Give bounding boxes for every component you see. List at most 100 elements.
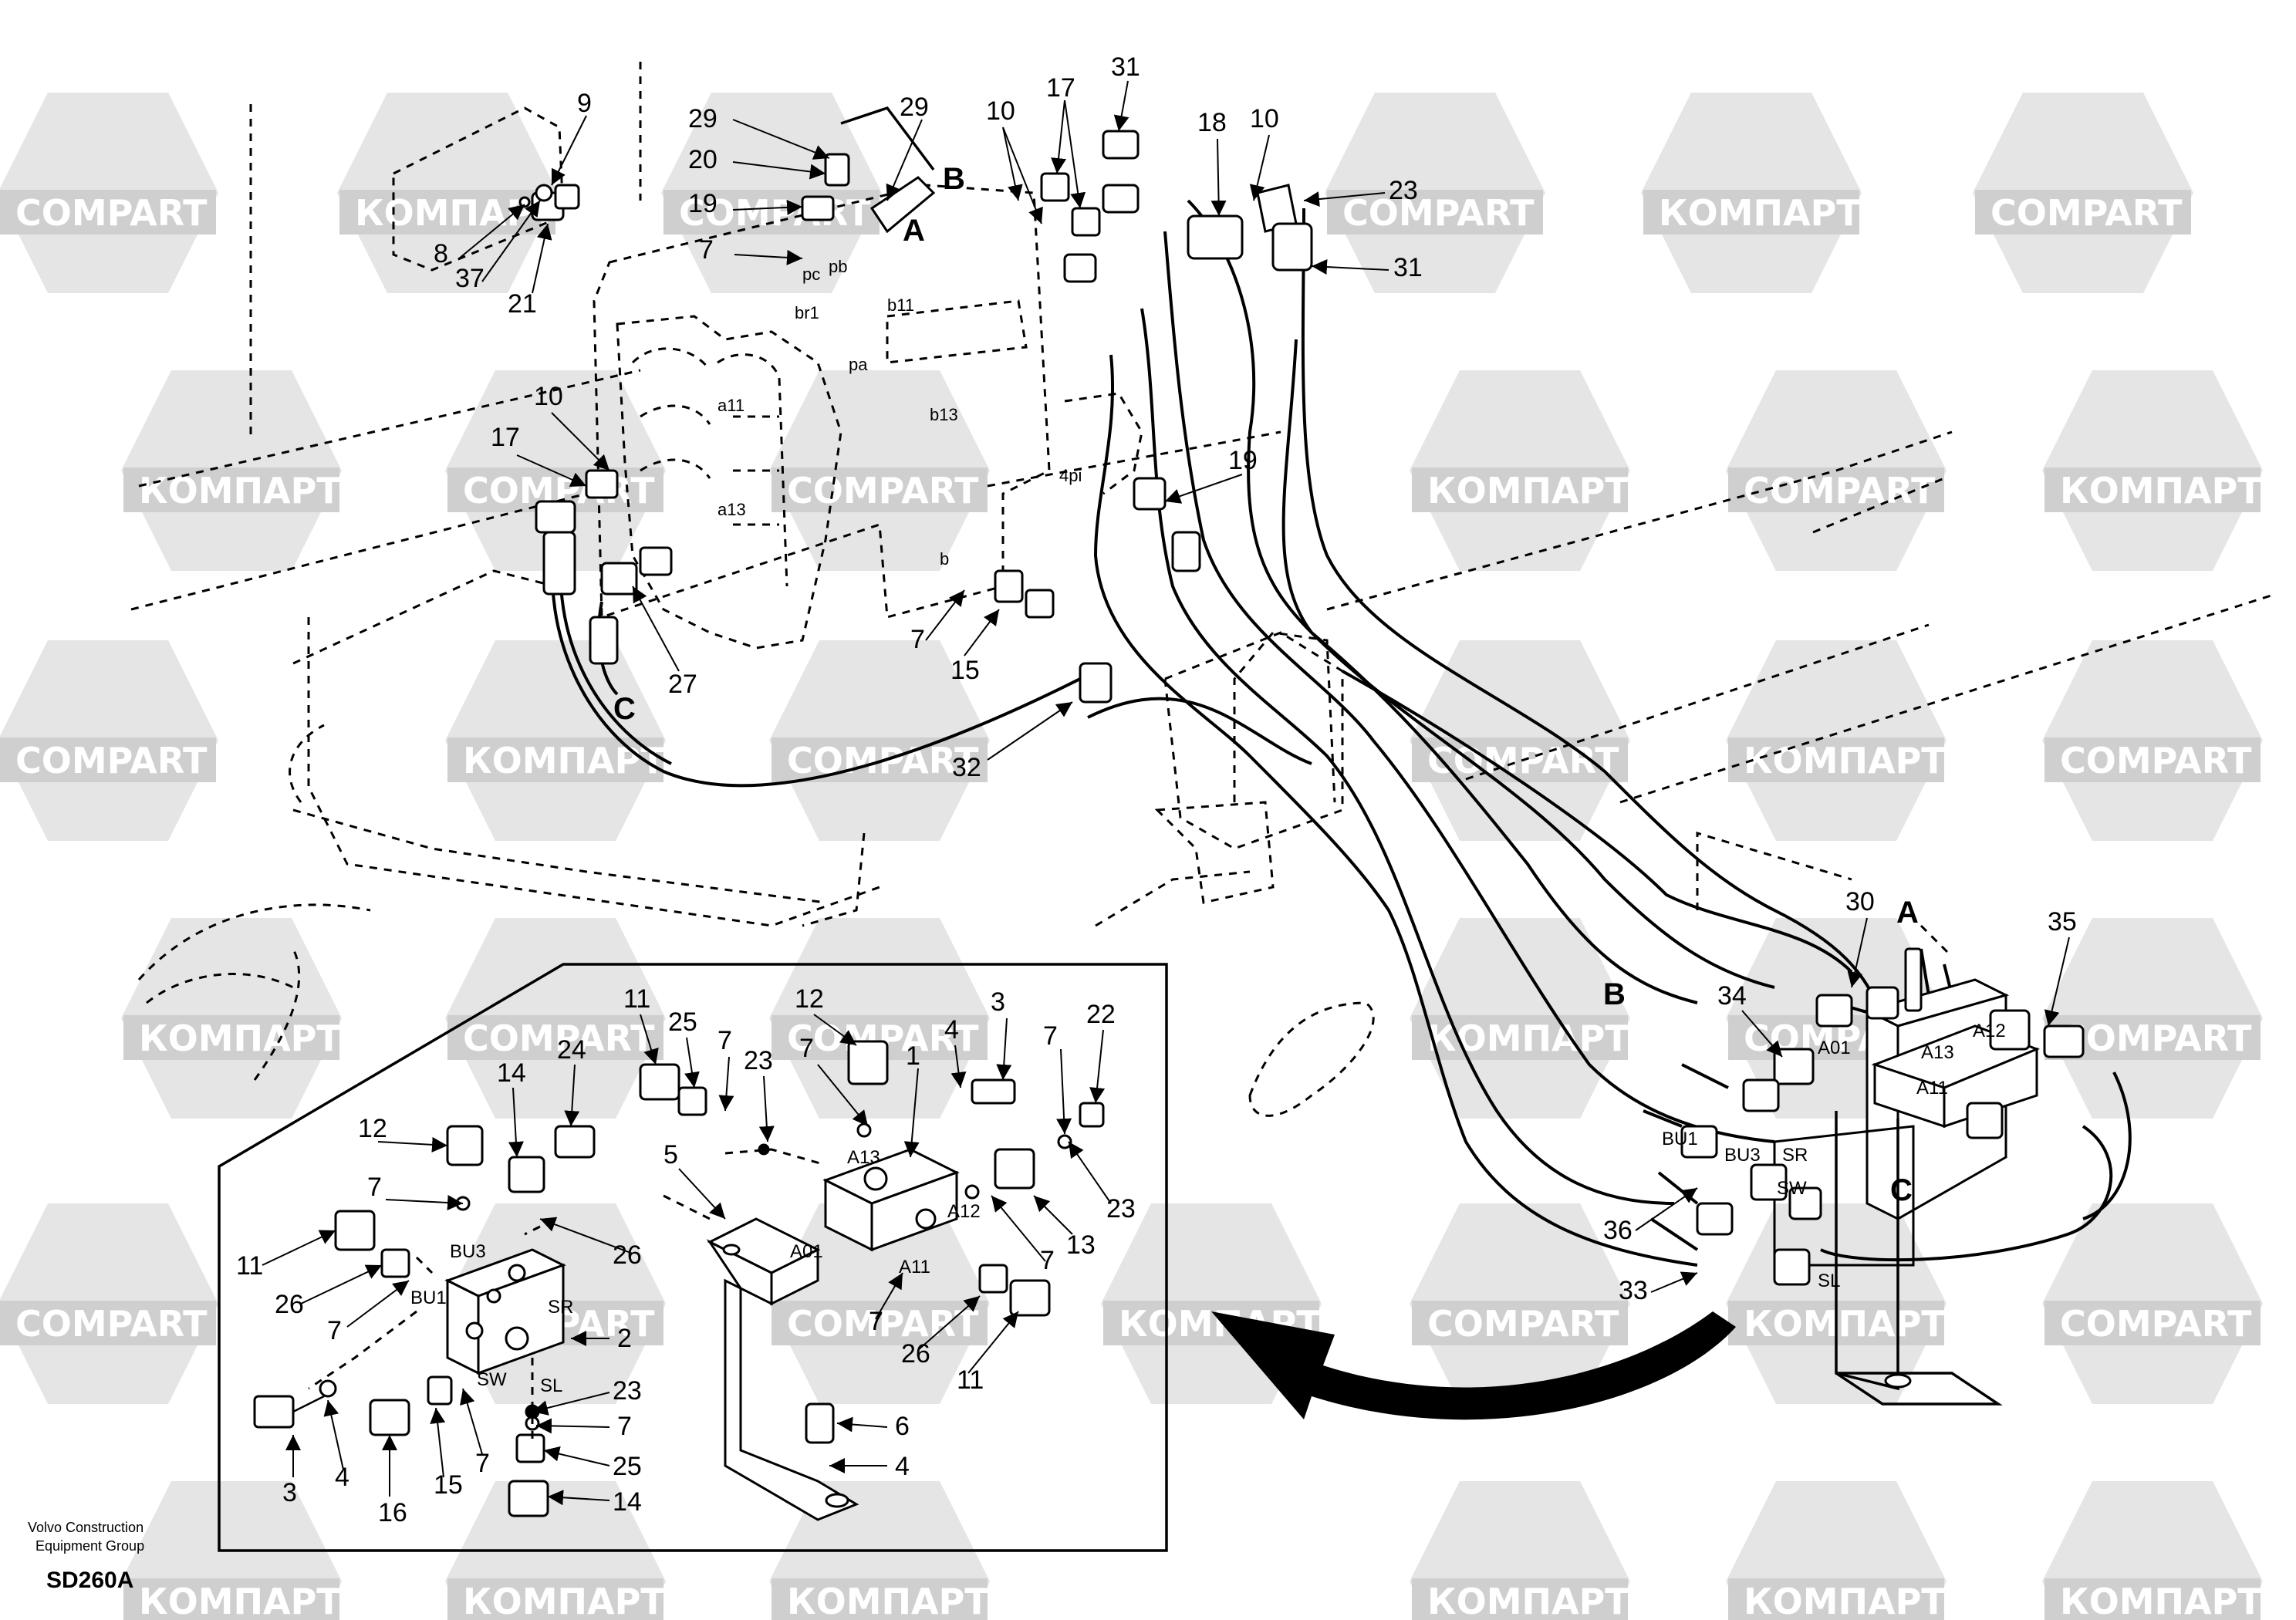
callout-leader-line [481,200,541,282]
view-arrow [1211,1311,1736,1420]
watermark-text: КОМПАРТ [787,1581,989,1620]
hose-assembly [551,199,2132,1267]
callout-leader-line [551,115,587,186]
callout-leader-line [1650,1271,1698,1293]
watermark-band [772,467,988,512]
callout-leader-line [732,199,803,215]
callout-d25a: 25 [668,1007,697,1037]
callout-d16: 16 [378,1498,407,1527]
callout-d7h: 7 [617,1412,632,1441]
port-a01-right: A01 [1818,1038,1851,1058]
callout-leader-line [564,1064,580,1127]
port-bu1-right: BU1 [1662,1129,1698,1149]
watermark-text: COMPART [15,740,208,781]
callout-leader-line [1002,127,1023,201]
callout-d7a: 7 [718,1026,732,1055]
port-bu1-detail: BU1 [410,1288,447,1308]
callout-8: 8 [434,239,448,268]
callout-leader-line [632,586,680,672]
port-sw-detail: SW [477,1369,507,1390]
callout-7b: 7 [910,625,925,654]
letter-c-left: C [613,692,636,726]
callout-leader-line [950,1045,967,1088]
callout-leader-line [1033,1195,1073,1235]
callout-d4a: 4 [944,1015,959,1045]
callout-d12b: 12 [358,1114,387,1143]
callout-leader-line [1210,138,1227,217]
callout-d12a: 12 [795,984,824,1014]
fitting-19-mid [1133,477,1167,511]
watermark-text: COMPART [15,192,208,234]
callout-numbers-main: 9 8 37 21 29 20 19 7 29 10 17 31 18 10 2… [434,52,2077,1305]
watermark-text: КОМПАРТ [139,1581,341,1620]
callout-leader-line [875,1272,903,1320]
callout-leader-line [1303,191,1386,208]
detail-inset [218,963,1168,1552]
callout-d6: 6 [895,1412,910,1441]
callout-23a: 23 [1389,176,1418,205]
watermark-text: COMPART [679,192,871,234]
callout-leader-line [718,1056,734,1112]
port-a11-detail: A11 [899,1257,930,1277]
watermark-text: COMPART [2060,740,2252,781]
callout-leader-line [1741,1010,1783,1058]
callout-d14a: 14 [497,1058,526,1088]
fitting-27 [600,562,638,596]
port-pc: pc [802,265,820,284]
machine-frame-outline [130,62,2277,1117]
callout-d7e: 7 [327,1316,342,1345]
watermark-band [1643,190,1859,235]
watermark-text: КОМПАРТ [463,1581,665,1620]
fitting-17-left [585,469,619,499]
watermark-band [2044,737,2261,782]
watermark-text: COMPART [2060,1018,2252,1059]
port-a13: a13 [718,500,746,519]
callout-leader-line [1068,1141,1112,1204]
callout-leader-line [732,119,830,160]
port-b13: b13 [930,405,958,424]
callout-leader-line [430,1407,446,1478]
letter-c-right: C [1890,1173,1913,1207]
callout-9: 9 [577,89,592,118]
watermark-band [0,737,216,782]
port-b11: b11 [887,295,914,315]
callout-leader-line [991,1195,1046,1262]
shuttle-valve-assembly-right [1643,947,2085,1406]
watermark-band [2044,467,2261,512]
port-sr-detail: SR [548,1297,573,1318]
callout-33: 33 [1619,1276,1648,1305]
watermark-band [2044,1301,2261,1345]
watermark-band [123,467,339,512]
callout-d23a: 23 [744,1046,773,1075]
fitting-20 [824,153,850,187]
watermark-text: COMPART [1744,470,1936,511]
fittings-main [518,106,1313,704]
callout-d7f: 7 [1040,1246,1055,1275]
callout-d13: 13 [1066,1230,1096,1260]
callout-leader-line [551,412,610,471]
callout-21: 21 [508,289,537,319]
footer-company-line1: Volvo Construction [28,1520,144,1535]
watermark-text: КОМПАРТ [1744,1303,1946,1345]
watermark-text: COMPART [15,1303,208,1345]
fitting-15 [994,569,1024,603]
callout-leader-line [684,1037,700,1088]
port-a13-detail: A13 [847,1147,880,1168]
callout-10a: 10 [986,96,1015,126]
callout-leader-line [300,1264,383,1304]
main-control-valve [616,299,1028,650]
callout-leader-line [1249,134,1270,201]
fitting-31-top [1102,130,1140,160]
watermark-band [1412,467,1628,512]
callout-leader-line [377,1136,448,1153]
fitting-31-mid [1271,222,1313,272]
watermark-text: КОМПАРТ [1744,1581,1946,1620]
fitting-29 [869,176,936,234]
callout-leader-line [987,701,1073,761]
callout-leader-line [836,1416,888,1433]
callout-d3b: 3 [282,1478,297,1507]
callout-leader-line [1051,100,1067,174]
callout-36: 36 [1603,1216,1633,1245]
watermark-band [123,1015,339,1060]
watermark-text: КОМПАРТ [1659,192,1861,234]
